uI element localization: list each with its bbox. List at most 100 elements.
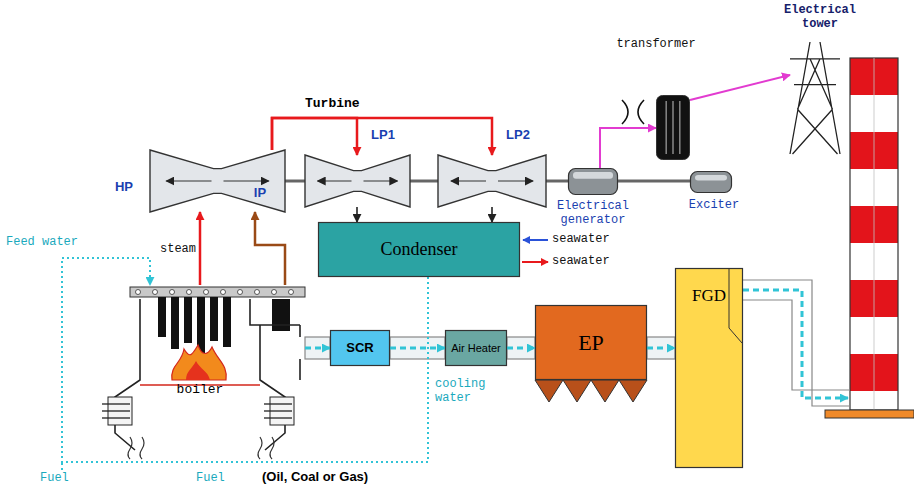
text-holder: LP2: [498, 128, 538, 143]
pipe-connector: [546, 180, 568, 183]
transformer-outline: [656, 95, 690, 160]
part-label: Turbine: [305, 97, 375, 112]
boiler-shape-part: [223, 297, 231, 347]
transmission-tower-outline: [790, 42, 840, 154]
text-holder: Condenser: [318, 222, 520, 277]
lp-turbine-shape-part: [498, 180, 533, 181]
precipitator-box: EP: [535, 305, 647, 380]
boiler-shape-part: [210, 297, 218, 341]
precipitator-box-shape-part: [535, 380, 563, 402]
text-holder: Electrical tower: [778, 4, 862, 32]
precipitator-box-shape-part: [536, 306, 647, 380]
exciter-shape: [691, 172, 732, 193]
text-holder: IP: [246, 186, 274, 201]
precipitator-box-shape-part: [591, 380, 619, 402]
transformer-shape-part: [657, 96, 690, 160]
transformer-coil-part: [638, 100, 644, 124]
lp-turbine: LP1: [305, 155, 410, 207]
pipe-connector: [647, 347, 675, 350]
lp-turbine-shape-part: [318, 180, 352, 181]
hp-ip-turbine-outline: [150, 150, 285, 212]
boiler-shape-part: [187, 290, 192, 295]
chimney-stack-part: [850, 58, 898, 410]
boiler: boiler: [100, 285, 305, 455]
node-label: Exciter: [684, 199, 744, 213]
boiler-shape-part: [238, 290, 243, 295]
precipitator-box-shape-part: [619, 380, 647, 402]
transformer: transformer: [656, 95, 690, 160]
flue-duct: [305, 280, 850, 406]
turbine-shaft-part: [285, 180, 305, 183]
part-label: Feed water: [6, 236, 96, 250]
text-holder: Electrical generator: [553, 200, 633, 228]
flue-duct-part: [743, 290, 848, 398]
turbine-shaft-part: [410, 180, 438, 183]
chimney-stack-part: [874, 58, 875, 410]
text-holder: HP: [108, 180, 140, 195]
exciter-shape-part: [691, 172, 732, 193]
precipitator-box-shape-part: [563, 380, 591, 402]
boiler-shape-part: [136, 290, 141, 295]
label-holder: seawater: [552, 233, 622, 247]
transmission-tower: Electrical tower: [790, 42, 840, 154]
seawater-pipe-part: [523, 239, 548, 241]
text-holder: SCR: [330, 330, 390, 366]
transformer-coil: [622, 100, 644, 124]
pipe-connector: [600, 128, 656, 168]
text-holder: Exciter: [684, 199, 744, 213]
boiler-shape-part: [102, 410, 130, 411]
pipe-connector: [255, 212, 285, 285]
label-holder: Turbine: [305, 97, 375, 112]
label-holder: Feed water: [6, 236, 96, 250]
boiler-shape-part: [115, 299, 300, 450]
pipe-connector: [507, 347, 535, 350]
text-holder: EP: [535, 305, 647, 380]
label-holder: cooling water: [435, 378, 497, 406]
hp-ip-turbine-shape-part: [150, 150, 285, 212]
edge-label: steam: [158, 243, 198, 257]
lp-turbine-shape-part: [451, 180, 486, 181]
condenser-box-shape-part: [319, 223, 520, 277]
node-label: EP: [578, 330, 604, 355]
text-holder: Air Heater: [445, 330, 507, 366]
generator-shape: [569, 169, 618, 195]
lp-turbine-shape-part: [364, 180, 398, 181]
scr-box: SCR: [330, 330, 390, 366]
part-label: seawater: [552, 233, 622, 247]
boiler-shape-part: [153, 290, 158, 295]
condenser-box: Condenser: [318, 222, 520, 277]
text-holder: LP1: [363, 128, 403, 143]
lp-turbine-shape: [438, 155, 546, 207]
transmission-tower-shape-part: [790, 42, 840, 154]
text-holder: transformer: [606, 38, 706, 52]
generator: Electrical generator: [568, 168, 618, 195]
boiler-shape-part: [184, 297, 192, 343]
node-label: LP2: [498, 128, 538, 143]
pipe-connector: [62, 258, 428, 462]
boiler-shape-part: [255, 290, 260, 295]
lp-turbine: LP2: [438, 155, 546, 207]
flue-duct-part: [390, 337, 445, 359]
node-label: FGD: [675, 286, 743, 306]
node-label: Air Heater: [451, 342, 501, 355]
node-label: Condenser: [381, 239, 458, 260]
boiler-shape-part: [172, 345, 226, 380]
node-label: HP: [108, 180, 140, 195]
transformer-shape-part: [665, 101, 667, 154]
condenser-box-shape: [319, 223, 520, 277]
node-label: IP: [246, 186, 274, 201]
hp-ip-turbine-shape-part: [166, 180, 211, 181]
boiler-shape-part: [264, 410, 292, 411]
lp-turbine-outline: [438, 155, 546, 207]
node-label: transformer: [606, 38, 706, 52]
boiler-shape-part: [272, 299, 290, 331]
hp-ip-turbine-shape: [150, 150, 285, 212]
node-label: Electrical tower: [778, 4, 862, 32]
transformer-coil-part: [622, 100, 628, 124]
boiler-shape-part: [128, 437, 144, 459]
part-label: seawater: [552, 255, 622, 269]
chimney-stack: [825, 58, 914, 418]
pipe-connector: [390, 347, 445, 350]
generator-shape-part: [573, 172, 613, 179]
